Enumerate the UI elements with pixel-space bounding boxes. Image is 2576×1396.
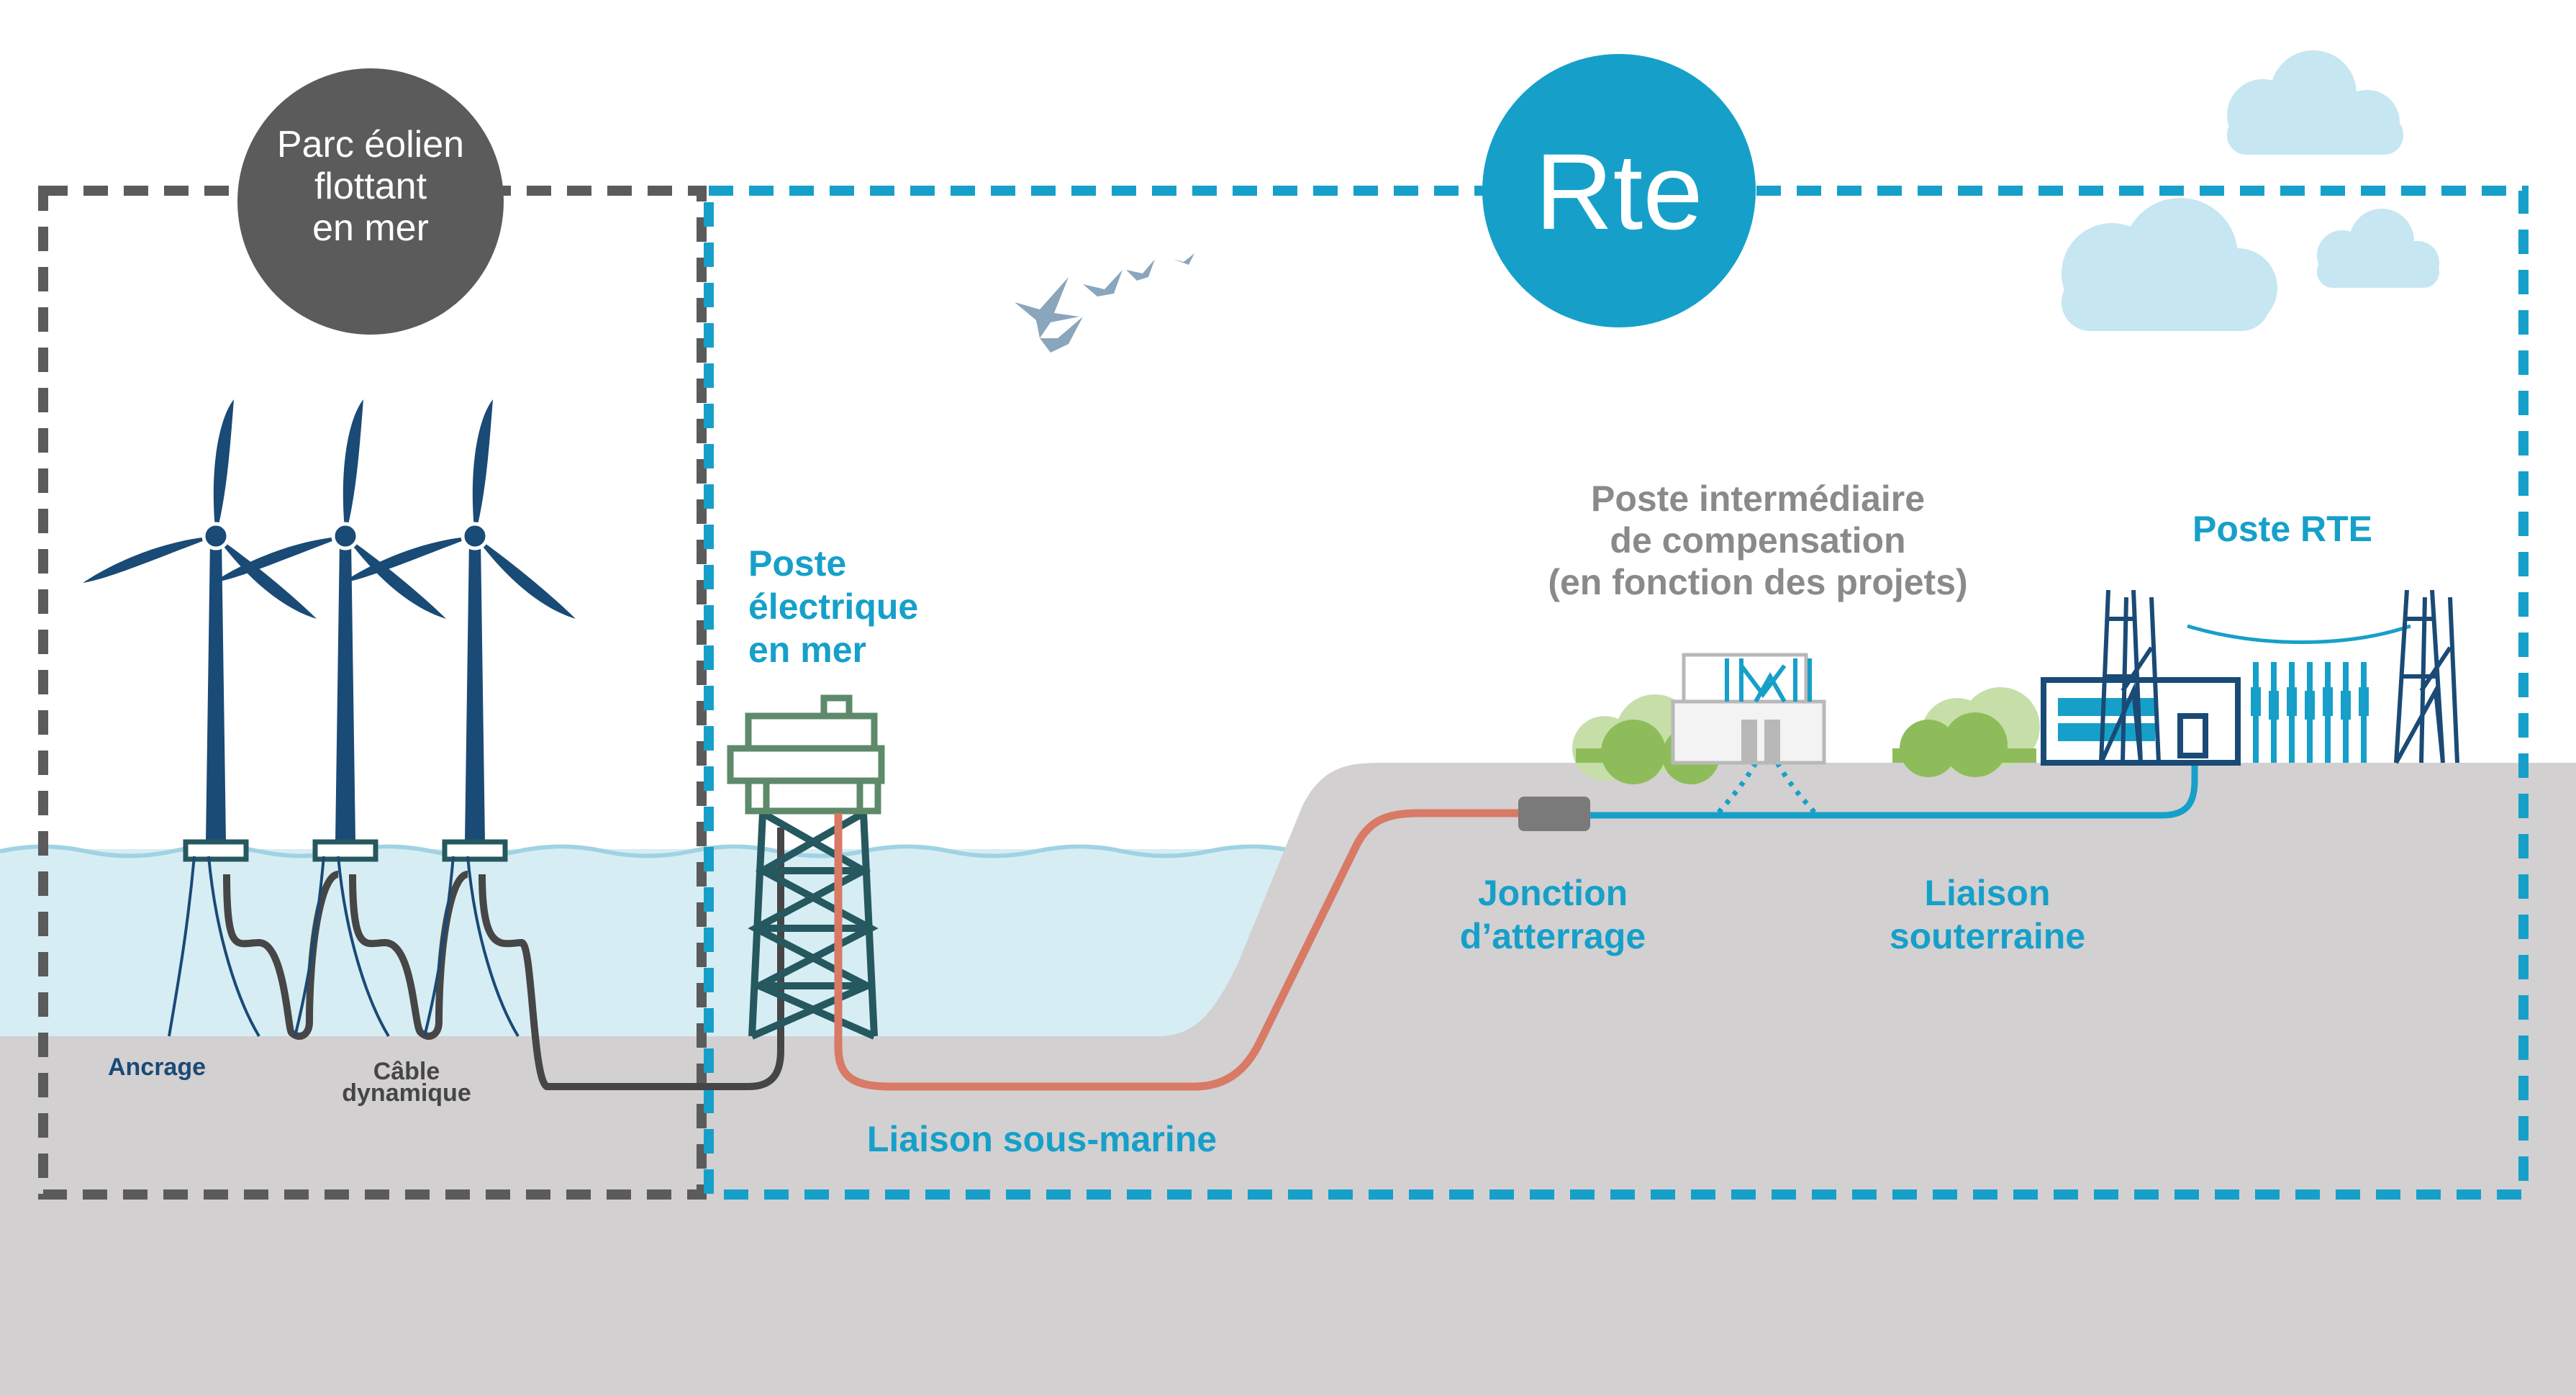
bush-icon xyxy=(1892,687,2040,777)
label-cable-dynamique: Câble dynamique xyxy=(342,1058,471,1107)
switchyard-insulators xyxy=(2251,687,2369,720)
liaison-souterraine-line1: Liaison xyxy=(1924,873,2050,913)
turbine-blade xyxy=(472,399,493,536)
turbine-tower xyxy=(465,540,485,842)
turbine-blade xyxy=(213,399,234,536)
wind-turbine-icon xyxy=(342,399,576,862)
poste-intermediaire-line2: de compensation xyxy=(1610,520,1905,561)
junction-box-icon xyxy=(1518,797,1590,831)
cloud-icon xyxy=(2317,209,2439,288)
pylon-icon xyxy=(2394,589,2459,764)
turbine-blade xyxy=(212,536,345,583)
subsea-cable xyxy=(834,809,1525,1091)
compensation-substation-icon xyxy=(1671,653,1826,765)
poste-mer-line2: électrique xyxy=(748,586,918,627)
wind-turbine-icon xyxy=(83,399,317,862)
turbine-blade xyxy=(83,536,216,583)
underground-cable xyxy=(1590,763,2198,819)
turbine-tower xyxy=(206,540,226,842)
jonction-line1: Jonction xyxy=(1478,873,1628,913)
parc-eolien-badge: Parc éolien flottant en mer xyxy=(237,68,504,335)
turbine-blade xyxy=(343,399,363,536)
underground-cable-dots xyxy=(1714,761,1819,817)
birds-icon xyxy=(1015,253,1194,353)
wind-turbine-icon xyxy=(212,399,446,862)
turbine-blade xyxy=(342,536,475,583)
rte-logo-text: Rte xyxy=(1535,131,1702,252)
label-jonction: Jonction d’atterrage xyxy=(1460,873,1646,956)
poste-mer-line1: Poste xyxy=(748,543,846,584)
parc-eolien-line2: flottant xyxy=(314,166,427,207)
turbine-float xyxy=(312,839,378,862)
cable-dynamique-line2: dynamique xyxy=(342,1079,471,1107)
label-poste-mer: Poste électrique en mer xyxy=(748,543,918,670)
turbine-hub xyxy=(331,522,360,550)
turbine-blade xyxy=(216,536,317,619)
ground-area xyxy=(0,763,2576,1396)
turbine-tower xyxy=(335,540,355,842)
poste-intermediaire-line3: (en fonction des projets) xyxy=(1548,562,1967,602)
turbine-hub xyxy=(461,522,489,550)
cable-dynamique-line1: Câble xyxy=(373,1058,440,1085)
label-poste-rte: Poste RTE xyxy=(2192,509,2372,549)
label-liaison-sous-marine: Liaison sous-marine xyxy=(867,1119,1217,1159)
dynamic-cable-export xyxy=(479,828,784,1090)
poste-intermediaire-line1: Poste intermédiaire xyxy=(1591,479,1925,519)
cloud-icon xyxy=(2062,198,2277,331)
turbine-hub xyxy=(201,522,230,550)
pylon-icon xyxy=(2099,589,2161,764)
turbine-blade xyxy=(475,536,576,619)
anchor-lines xyxy=(168,856,520,1038)
label-liaison-souterraine: Liaison souterraine xyxy=(1890,873,2085,956)
sea-area xyxy=(0,849,1367,1036)
jonction-line2: d’atterrage xyxy=(1460,916,1646,956)
label-poste-intermediaire: Poste intermédiaire de compensation (en … xyxy=(1548,479,1967,602)
turbine-float xyxy=(183,839,249,862)
label-ancrage: Ancrage xyxy=(108,1053,206,1081)
turbine-float xyxy=(442,839,508,862)
liaison-souterraine-line2: souterraine xyxy=(1890,916,2085,956)
offshore-platform-deck xyxy=(727,694,885,815)
cloud-icon xyxy=(2227,50,2403,155)
parc-eolien-line1: Parc éolien xyxy=(277,124,464,166)
turbine-blade xyxy=(345,536,446,619)
rte-logo: Rte xyxy=(1482,54,1756,327)
parc-eolien-line3: en mer xyxy=(312,207,429,249)
offshore-substation-icon xyxy=(748,810,879,1040)
poste-mer-line3: en mer xyxy=(748,630,866,670)
